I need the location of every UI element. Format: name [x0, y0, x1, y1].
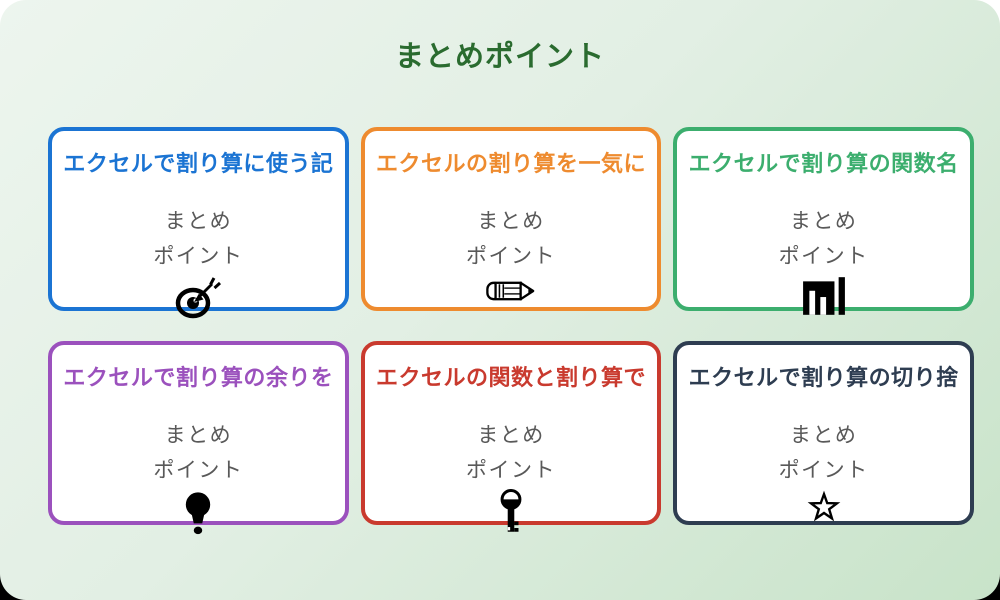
pencil-icon: [484, 275, 538, 307]
card-subtext-line2: ポイント: [153, 245, 244, 268]
card-subtext-line1: まとめ: [789, 210, 858, 233]
summary-card-4: エクセルで割り算の余りを まとめ ポイント: [48, 341, 349, 535]
card-title: エクセルで割り算の切り捨: [688, 365, 959, 390]
bar-chart-icon: [801, 275, 847, 317]
summary-card-3: エクセルで割り算の関数名 まとめ ポイント: [673, 127, 974, 315]
summary-card-1: エクセルで割り算に使う記 まとめ ポイント: [48, 127, 349, 319]
key-icon: [496, 489, 526, 537]
page-title: まとめポイント: [394, 41, 605, 73]
card-title: エクセルで割り算の余りを: [63, 365, 334, 390]
card-subtext-line2: ポイント: [465, 245, 556, 268]
summary-card-5: エクセルの関数と割り算で まとめ ポイント: [360, 341, 662, 532]
summary-card-6: エクセルで割り算の切り捨 まとめ ポイント: [673, 341, 974, 525]
card-title: エクセルの割り算を一気に: [375, 151, 646, 176]
card-title: エクセルで割り算の関数名: [688, 151, 959, 176]
lightbulb-icon: [183, 489, 213, 537]
card-subtext-line1: まとめ: [477, 210, 545, 233]
dart-target-icon: [174, 275, 222, 319]
card-subtext-line1: まとめ: [789, 424, 858, 447]
card-title: エクセルで割り算に使う記: [63, 151, 334, 176]
star-icon: [807, 489, 841, 523]
card-subtext-line2: ポイント: [778, 459, 869, 482]
summary-card-2: エクセルの割り算を一気に まとめ ポイント: [360, 127, 662, 311]
card-subtext-line2: ポイント: [465, 459, 556, 482]
card-grid: エクセルで割り算に使う記 まとめ ポイント エクセルの割り算を一気に まとめ ポ…: [48, 127, 974, 535]
card-subtext-line1: まとめ: [164, 210, 233, 233]
card-title: エクセルの関数と割り算で: [375, 365, 646, 390]
card-subtext-line1: まとめ: [477, 424, 545, 447]
card-subtext-line2: ポイント: [153, 459, 244, 482]
card-subtext-line1: まとめ: [164, 424, 233, 447]
card-subtext-line2: ポイント: [778, 245, 869, 268]
